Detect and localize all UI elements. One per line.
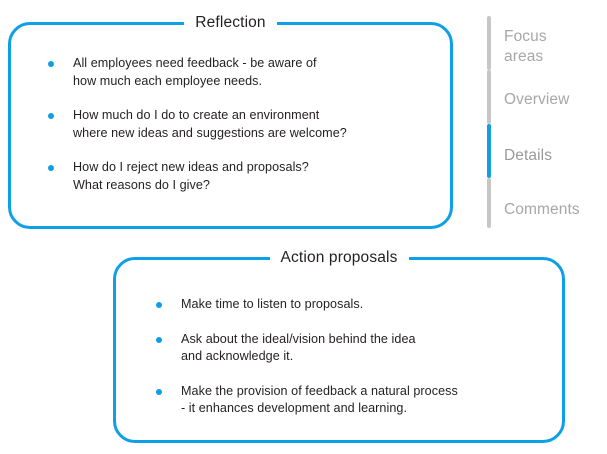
nav-rail-indicator xyxy=(487,178,491,228)
bullet-line: how much each employee needs. xyxy=(73,73,263,88)
nav-rail-indicator xyxy=(487,16,491,70)
nav-rail-indicator xyxy=(487,70,491,124)
list-item: Make time to listen to proposals. xyxy=(153,296,548,314)
sidebar-item-focus-areas[interactable]: Focus areas xyxy=(483,16,607,70)
sidebar-item-label: Focus areas xyxy=(504,28,547,65)
bullet-line: All employees need feedback - be aware o… xyxy=(73,56,317,70)
nav-rail-indicator-active xyxy=(487,124,491,178)
bullet-dot-icon xyxy=(156,302,162,308)
list-item: Make the provision of feedback a natural… xyxy=(153,383,548,418)
sidebar-item-label: Comments xyxy=(504,201,580,218)
bullet-dot-icon xyxy=(48,165,54,171)
sidebar-item-label: Details xyxy=(504,147,553,164)
bullet-line: How much do I do to create an environmen… xyxy=(73,108,320,122)
bullet-line: What reasons do I give? xyxy=(73,177,210,192)
bullet-line: where new ideas and suggestions are welc… xyxy=(73,125,347,140)
list-item: Ask about the ideal/vision behind the id… xyxy=(153,331,548,366)
side-nav: Focus areas Overview Details Comments xyxy=(483,16,607,228)
bullet-line: Ask about the ideal/vision behind the id… xyxy=(181,331,416,346)
bullet-dot-icon xyxy=(48,61,54,67)
bullet-line: Make time to listen to proposals. xyxy=(181,297,364,311)
bullet-dot-icon xyxy=(156,336,162,343)
list-item: All employees need feedback - be aware o… xyxy=(45,55,436,90)
panel-reflection: Reflection All employees need feedback -… xyxy=(8,13,453,229)
panel-action-proposals: Action proposals Make time to listen to … xyxy=(113,248,565,443)
bullet-dot-icon xyxy=(48,113,54,119)
bullet-line: How do I reject new ideas and proposals? xyxy=(73,160,309,174)
bullet-line: Make the provision of feedback a natural… xyxy=(181,383,458,398)
list-item: How much do I do to create an environmen… xyxy=(45,107,436,142)
sidebar-item-details[interactable]: Details xyxy=(483,124,607,178)
bullet-line: - it enhances development and learning. xyxy=(181,401,407,415)
list-item: How do I reject new ideas and proposals?… xyxy=(45,159,436,194)
bullet-dot-icon xyxy=(156,388,162,395)
sidebar-item-comments[interactable]: Comments xyxy=(483,178,607,228)
panel-reflection-title: Reflection xyxy=(11,13,450,33)
panel-action-proposals-title: Action proposals xyxy=(116,248,562,268)
bullet-line: and acknowledge it. xyxy=(181,349,294,363)
action-proposals-bullet-list: Make time to listen to proposals. Ask ab… xyxy=(153,296,548,418)
sidebar-item-label: Overview xyxy=(504,91,570,108)
sidebar-item-overview[interactable]: Overview xyxy=(483,70,607,124)
panel-action-proposals-title-text: Action proposals xyxy=(269,248,409,268)
reflection-bullet-list: All employees need feedback - be aware o… xyxy=(45,55,436,194)
panel-reflection-title-text: Reflection xyxy=(184,13,277,33)
